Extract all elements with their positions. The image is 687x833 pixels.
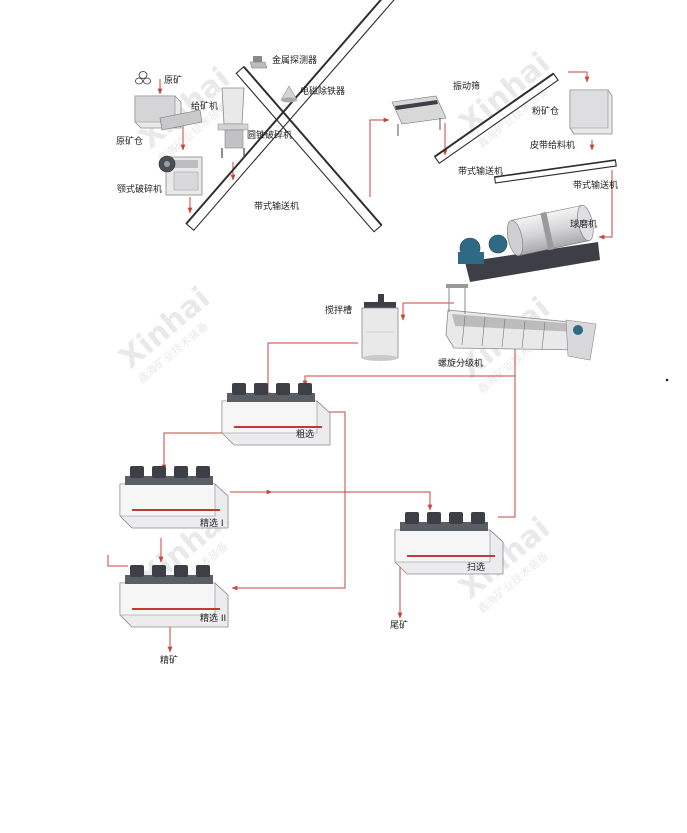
belt-conveyor-3 (493, 159, 617, 184)
ball-mill-icon (458, 205, 600, 282)
label-cleaning-2: 精选 II (200, 612, 226, 624)
spiral-classifier-icon (445, 284, 597, 361)
label-belt-feeder: 皮带给料机 (530, 139, 575, 151)
label-belt-conveyor-3: 带式输送机 (573, 179, 618, 191)
label-belt-conveyor-1: 带式输送机 (254, 200, 299, 212)
ore-icon (135, 71, 151, 85)
belt-conveyor-2 (433, 72, 559, 165)
label-cone-crusher: 圆锥破碎机 (247, 129, 292, 141)
label-raw-ore-bin: 原矿仓 (116, 135, 143, 147)
label-electromagnetic-separator: 电磁除铁器 (300, 85, 345, 97)
belt-conveyor-1 (185, 0, 402, 233)
powder-bin-icon (569, 89, 613, 135)
stray-dot (665, 378, 669, 382)
label-agitation-tank: 搅拌槽 (325, 304, 352, 316)
label-tailings: 尾矿 (390, 619, 408, 631)
flow-lines (107, 71, 613, 653)
label-feeder: 给矿机 (191, 100, 218, 112)
vibrating-screen-icon (391, 95, 447, 136)
label-ball-mill: 球磨机 (570, 218, 597, 230)
flotation-cell-icon (394, 511, 504, 575)
labels: 原矿 原矿仓 给矿机 颚式破碎机 圆锥破碎机 金属探测器 电磁除铁器 带式输送机… (116, 54, 618, 666)
cone-crusher-icon (217, 87, 249, 158)
metal-detector-icon (249, 56, 268, 69)
label-scavenging: 扫选 (467, 561, 485, 573)
label-powder-bin: 粉矿仓 (532, 105, 559, 117)
label-vibrating-screen: 振动筛 (453, 80, 480, 92)
iron-remover-icon (280, 85, 298, 103)
agitation-tank-icon (361, 294, 399, 361)
label-metal-detector: 金属探测器 (272, 54, 317, 66)
jaw-crusher-icon (158, 155, 203, 196)
label-raw-ore: 原矿 (164, 74, 182, 86)
label-cleaning-1: 精选 I (200, 517, 224, 529)
label-spiral-classifier: 螺旋分级机 (438, 357, 483, 369)
label-concentrate: 精矿 (160, 654, 178, 666)
label-jaw-crusher: 颚式破碎机 (117, 183, 162, 195)
feeder-icon (159, 109, 203, 131)
label-roughing: 粗选 (296, 428, 314, 440)
label-belt-conveyor-2: 带式输送机 (458, 165, 503, 177)
bin-icon (134, 95, 182, 129)
